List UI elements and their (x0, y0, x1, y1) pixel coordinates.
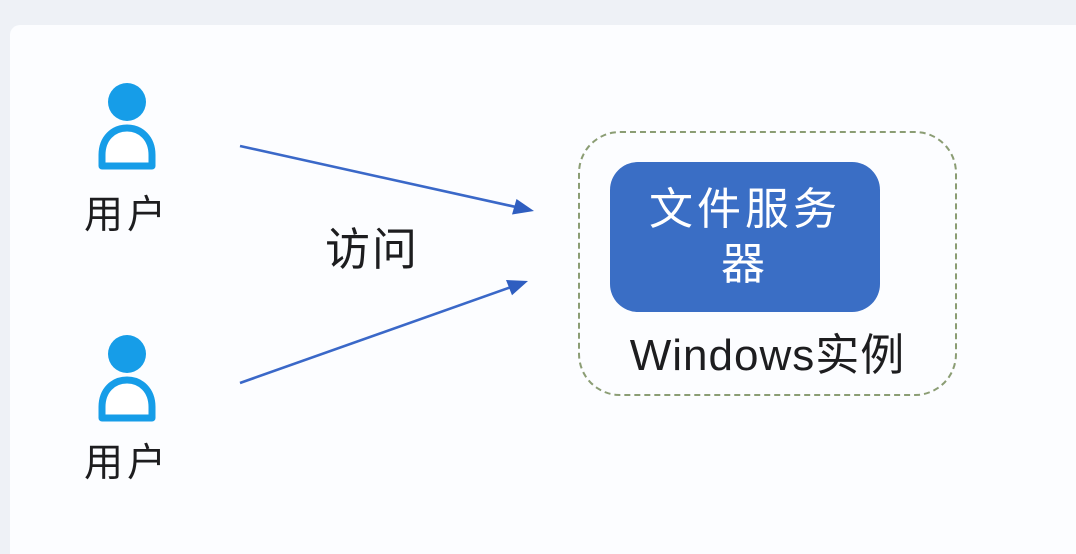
diagram-background-card (10, 25, 1076, 554)
access-label: 访问 (324, 224, 419, 275)
windows-instance-label: Windows实例 (629, 331, 906, 380)
windows-instance-group (578, 131, 957, 396)
file-server-box: 文件服务器 (610, 162, 880, 312)
user-icon-bottom (98, 335, 156, 422)
user-label-bottom: 用户 (83, 442, 170, 485)
file-server-label: 文件服务器 (649, 185, 841, 289)
user-icon-top (98, 83, 156, 170)
user-label-top: 用户 (83, 194, 170, 237)
